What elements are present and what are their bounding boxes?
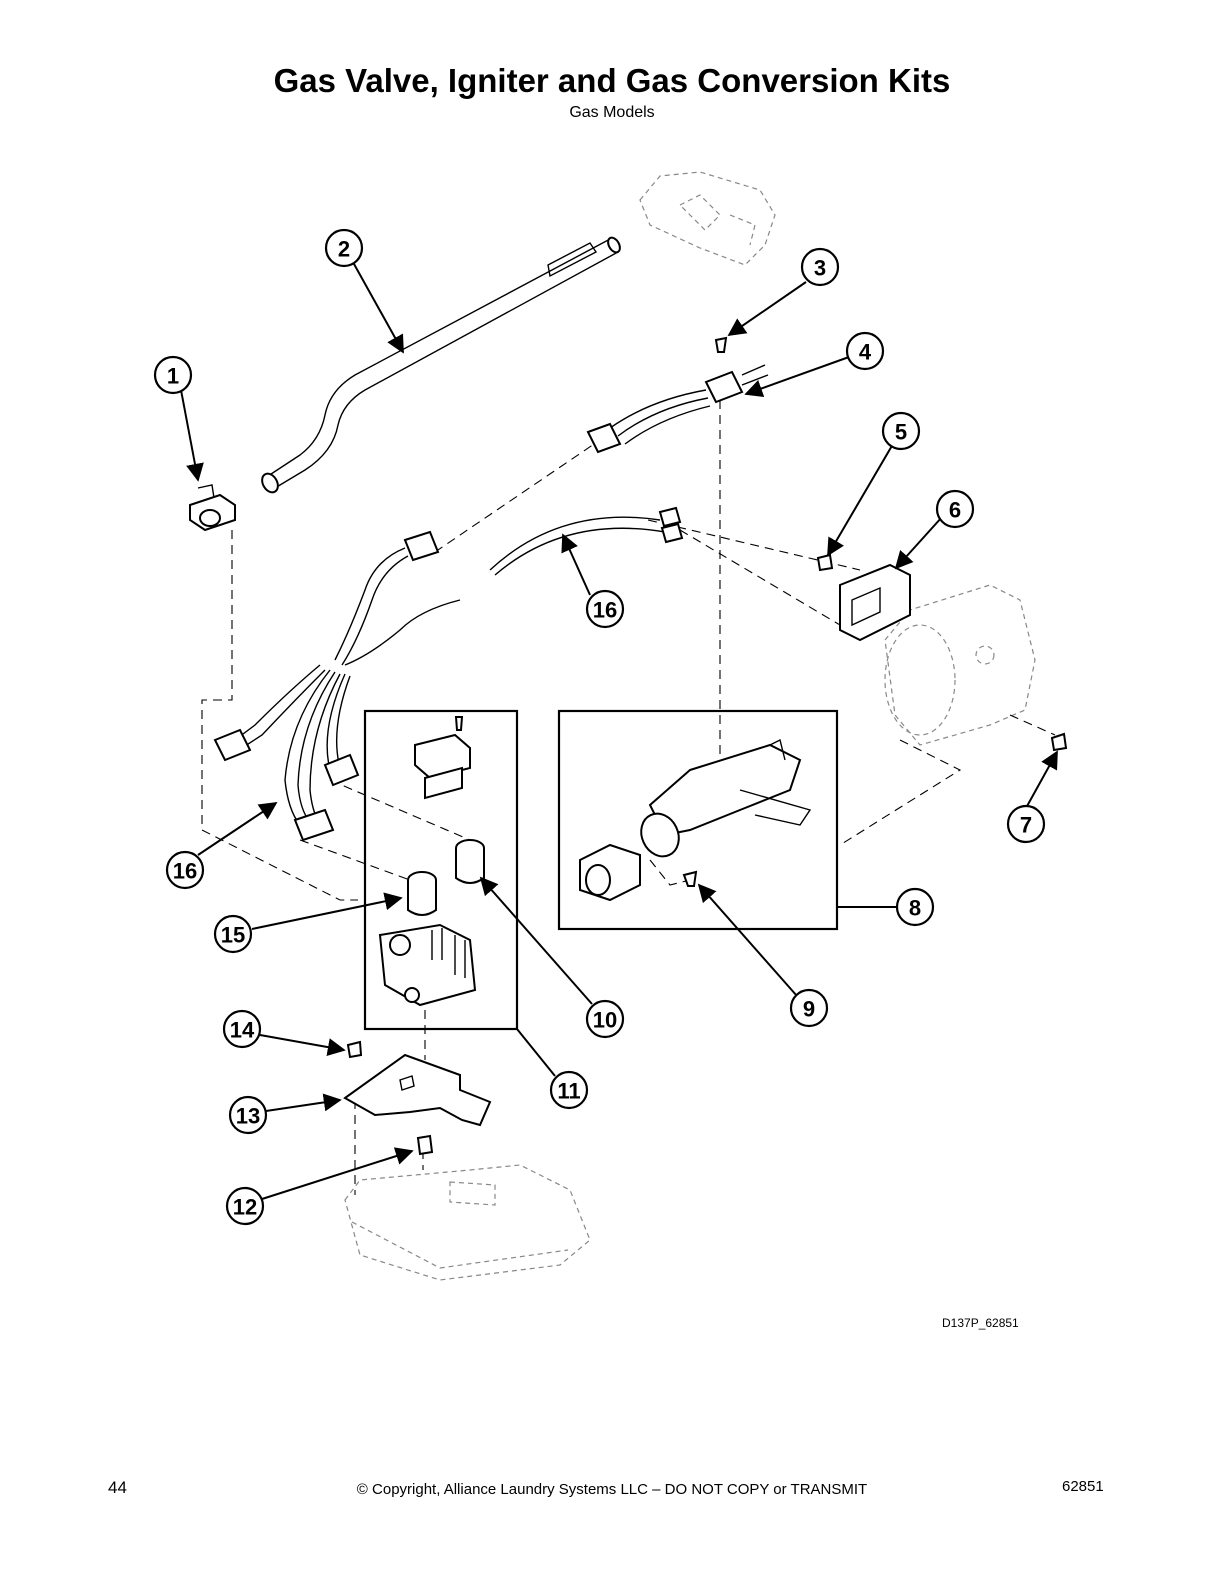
callout-4: 4: [845, 331, 885, 371]
igniter-holder-box: [557, 709, 839, 931]
callout-label: 11: [557, 1079, 580, 1104]
callout-label: 10: [593, 1008, 617, 1033]
shut-off-valve: [189, 484, 236, 532]
gas-pipe: [261, 236, 621, 494]
callout-label: 16: [593, 598, 617, 623]
callout-label: 14: [230, 1018, 255, 1043]
callout-16-upper: 16: [585, 589, 625, 629]
document-number: 62851: [1062, 1478, 1104, 1495]
callout-6: 6: [935, 489, 975, 529]
callout-11: 11: [549, 1070, 589, 1110]
ghost-burner-housing: [884, 584, 1036, 746]
callout-1: 1: [153, 355, 193, 395]
bracket-screw: [816, 553, 834, 572]
callout-label: 15: [221, 923, 245, 948]
assembly-lines: [201, 400, 1056, 1195]
ghost-top-bracket: [639, 171, 776, 266]
callout-label: 5: [895, 420, 907, 445]
housing-screw: [1050, 732, 1068, 752]
gas-valve-parts: [378, 716, 485, 1007]
bracket-mount-screw: [346, 1040, 363, 1059]
callout-label: 4: [859, 340, 872, 365]
mounting-bracket: [343, 1053, 492, 1127]
page-number: 44: [108, 1478, 127, 1497]
callout-16-lower: 16: [165, 850, 205, 890]
callout-12: 12: [225, 1186, 265, 1226]
callout-5: 5: [881, 411, 921, 451]
callout-15: 15: [213, 914, 253, 954]
callout-label: 9: [803, 997, 815, 1022]
grommet: [416, 1134, 434, 1156]
igniter-holder-parts: [579, 738, 812, 902]
callout-label: 16: [173, 859, 197, 884]
callout-14: 14: [222, 1009, 262, 1049]
callout-label: 12: [233, 1195, 257, 1220]
copyright-notice: © Copyright, Alliance Laundry Systems LL…: [356, 1481, 868, 1498]
ghost-base-plate: [344, 1164, 591, 1281]
leader-lines: [180, 263, 1058, 1200]
callout-label: 13: [236, 1104, 260, 1129]
callout-13: 13: [228, 1095, 268, 1135]
callout-3: 3: [800, 247, 840, 287]
callout-7: 7: [1006, 804, 1046, 844]
callout-10: 10: [585, 999, 625, 1039]
igniter-bracket: [839, 563, 911, 642]
callout-label: 8: [909, 896, 921, 921]
callout-label: 3: [814, 256, 826, 281]
page-title: Gas Valve, Igniter and Gas Conversion Ki…: [273, 62, 951, 99]
wire-harness: [213, 506, 684, 842]
gas-valve-assembly-box: [363, 709, 519, 1031]
page-subtitle: Gas Models: [569, 104, 655, 121]
callout-8: 8: [895, 887, 935, 927]
igniter-screw: [714, 336, 728, 353]
callout-label: 6: [949, 498, 961, 523]
callout-9: 9: [789, 988, 829, 1028]
callout-label: 7: [1020, 813, 1032, 838]
callout-2: 2: [324, 228, 364, 268]
drawing-code: D137P_62851: [942, 1316, 1019, 1330]
callout-label: 2: [338, 237, 350, 262]
callout-label: 1: [167, 364, 179, 389]
igniter: [586, 364, 769, 454]
